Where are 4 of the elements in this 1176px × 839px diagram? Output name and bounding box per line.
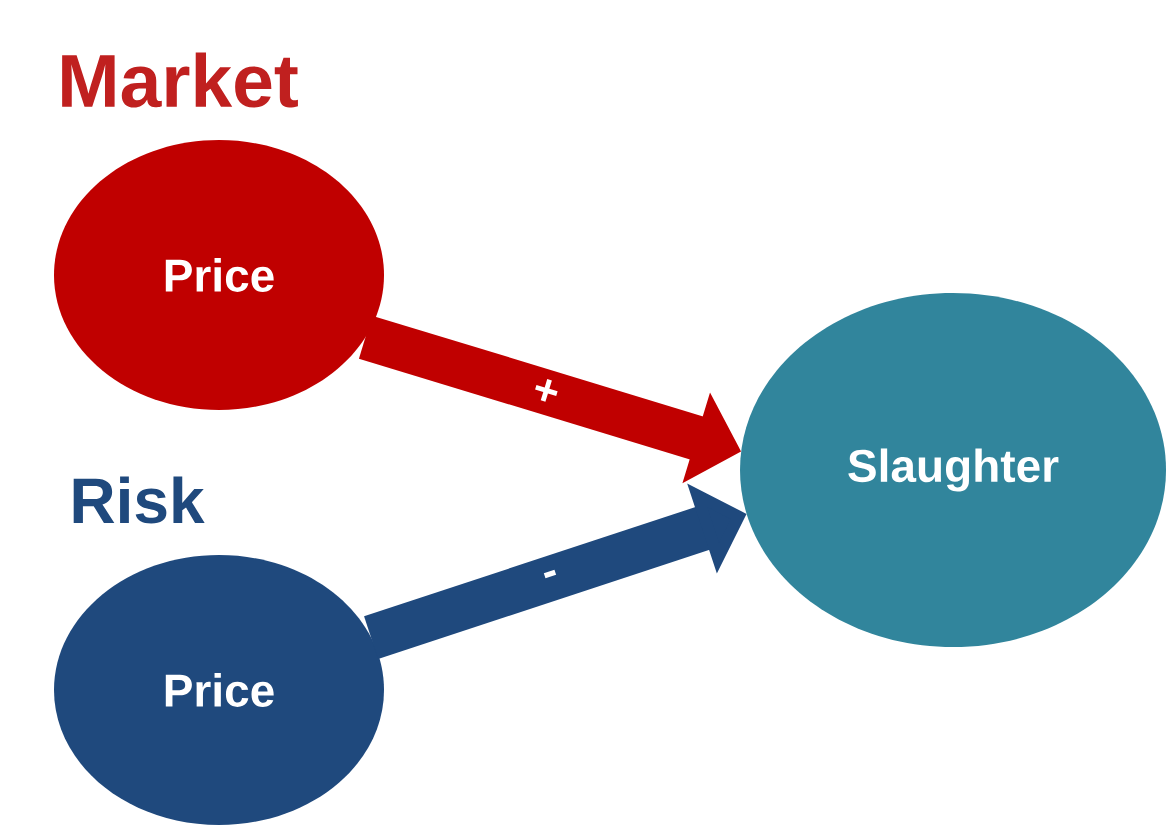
- heading: Market: [62, 52, 298, 108]
- heading: Risk: [73, 476, 205, 524]
- edge-label: -: [543, 569, 557, 579]
- edge-label: +: [535, 379, 558, 402]
